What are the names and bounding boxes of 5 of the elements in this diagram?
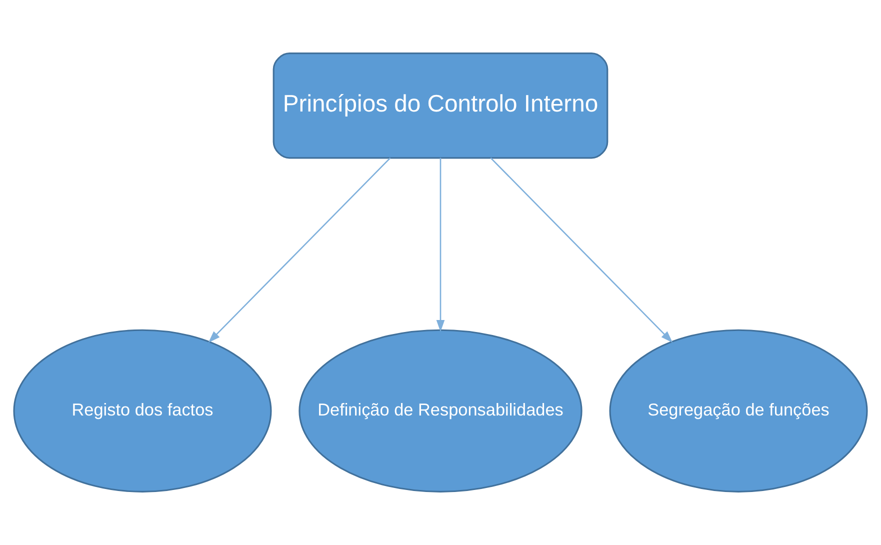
arrow (436, 158, 445, 332)
node-ellipse: Definição de Responsabilidades (298, 329, 582, 492)
arrow (208, 157, 391, 343)
arrow (490, 157, 673, 343)
node-box: Princípios do Controlo Interno (272, 52, 608, 159)
